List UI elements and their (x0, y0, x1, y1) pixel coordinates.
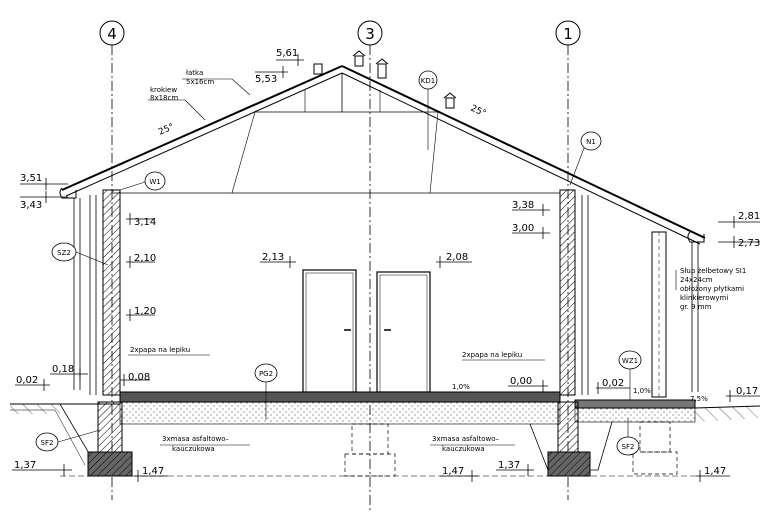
axis-marker-3: 3 (357, 20, 383, 46)
tag-wz1: WZ1 (622, 357, 638, 365)
level-eave-right-top: 2,81 (738, 211, 760, 222)
foundation-right (547, 401, 591, 477)
detail-tag-leaders (57, 89, 631, 443)
level-0-18: 0,18 (52, 364, 74, 375)
level-texts: 5,61 5,53 3,51 3,43 3,14 2,10 1,20 0,08 … (14, 48, 760, 477)
level-foundation-left-b: 1,47 (142, 466, 164, 477)
level-foundation-right-b: 1,37 (498, 460, 520, 471)
level-ridge-top: 5,61 (276, 48, 298, 59)
label-column-d: klinkierowymi (680, 294, 728, 302)
level-eave-left-low: 3,43 (20, 200, 42, 211)
ground (10, 403, 760, 471)
wall-left (89, 189, 121, 396)
label-column-b: 24x24cm (680, 276, 713, 284)
level-0-08: 0,08 (128, 372, 150, 383)
foundation-left (87, 401, 133, 477)
level-ridge-lower: 5,53 (255, 74, 277, 85)
tag-w1: W1 (149, 178, 160, 186)
label-angle-left: 25° (157, 122, 176, 138)
level-door-head-right: 2,08 (446, 252, 468, 263)
tag-sf2-right: SF2 (622, 443, 635, 451)
label-slope-a: 1,0% (452, 383, 470, 391)
label-column-c: obłożony płytkami (680, 285, 744, 293)
axis-marker-4: 4 (99, 20, 125, 46)
foundation-center (344, 421, 678, 477)
level-eave-right-low: 2,73 (738, 238, 760, 249)
axis-label-1: 1 (563, 25, 573, 43)
label-papa-left: 2xpapa na lepiku (130, 346, 190, 354)
level-wall-left-top: 3,14 (134, 217, 156, 228)
tag-pg2: PG2 (259, 370, 273, 378)
door-left (302, 269, 357, 393)
level-1-20: 1,20 (134, 306, 156, 317)
axis-label-4: 4 (107, 25, 117, 43)
label-laty-b: 5x16cm (186, 78, 214, 86)
label-masa-right-b: kauczukowa (442, 445, 485, 453)
column-si1 (651, 231, 667, 398)
axis-marker-1: 1 (555, 20, 581, 46)
label-krokiew-a: krokiew (150, 86, 177, 94)
level-foundation-left-a: 1,37 (14, 460, 36, 471)
level-floor-zero: 0,00 (510, 376, 532, 387)
level-ground-right: 0,17 (736, 386, 758, 397)
wall-right (559, 189, 589, 396)
door-right (376, 271, 431, 393)
detail-tag-texts: KD1 W1 N1 SZ2 PG2 WZ1 SF2 SF2 (41, 77, 639, 451)
level-foundation-far-right: 1,47 (704, 466, 726, 477)
label-angle-right: 25° (469, 104, 488, 120)
label-laty-a: łatka (186, 69, 203, 77)
label-masa-left-b: kauczukowa (172, 445, 215, 453)
tag-kd1: KD1 (421, 77, 435, 85)
label-krokiew-b: 8x18cm (150, 94, 178, 102)
downpipes (73, 198, 699, 392)
label-masa-right-a: 3xmasa asfaltowo– (432, 435, 500, 443)
label-column-e: gr. 9 mm (680, 303, 712, 311)
level-markers (12, 54, 760, 482)
tag-sf2-left: SF2 (41, 439, 54, 447)
annotation-leaders (128, 78, 677, 446)
label-masa-left-a: 3xmasa asfaltowo– (162, 435, 230, 443)
level-eave-left-top: 3,51 (20, 173, 42, 184)
label-slope-c: 7,5% (690, 395, 708, 403)
tag-sz2: SZ2 (57, 249, 71, 257)
label-slope-b: 1,0% (633, 387, 651, 395)
level-door-head-left: 2,13 (262, 252, 284, 263)
label-papa-right: 2xpapa na lepiku (462, 351, 522, 359)
level-wall-right-3-00: 3,00 (512, 223, 534, 234)
axis-label-3: 3 (365, 25, 375, 43)
level-0-02-left: 0,02 (16, 375, 38, 386)
level-wall-right-top: 3,38 (512, 200, 534, 211)
roof (59, 50, 706, 245)
tag-n1: N1 (586, 138, 596, 146)
level-2-10: 2,10 (134, 253, 156, 264)
label-column-a: Słup żelbetowy SI1 (680, 267, 746, 275)
level-terrace: 0,02 (602, 378, 624, 389)
level-foundation-right-a: 1,47 (442, 466, 464, 477)
